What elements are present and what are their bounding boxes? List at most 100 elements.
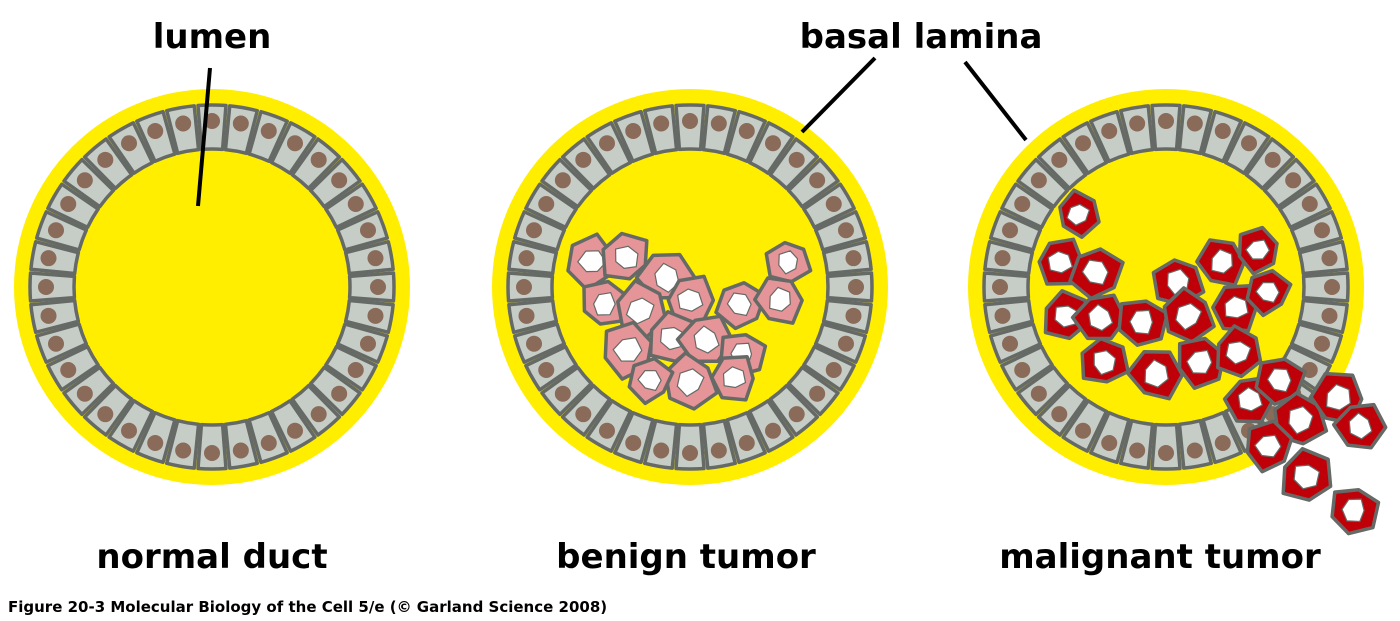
malignant-tumor-cells [1037,188,1388,536]
cell-nucleus [1324,279,1340,295]
cell-nucleus [788,406,805,423]
tumor-cell [753,276,804,325]
normal-duct-caption: normal duct [96,537,327,577]
cell-nucleus [1129,442,1146,459]
cell-nucleus [1186,115,1203,132]
tumor-cell [1070,293,1128,341]
cell-nucleus [60,196,77,212]
cell-nucleus [48,335,65,352]
cell-nucleus [1313,335,1330,352]
lumen-leader-line [196,67,212,207]
cell-nucleus [845,307,862,324]
tumor-cell [1245,419,1294,474]
cell-nucleus [1241,135,1257,152]
tumor-cell [1058,188,1101,239]
tumor-cell [1043,289,1089,341]
cell-nucleus [1158,113,1174,129]
tumor-cell [1162,286,1216,344]
cell-nucleus [1313,222,1330,239]
cell-nucleus [370,279,386,295]
cell-nucleus [765,135,781,152]
cell-nucleus [97,406,114,423]
cell-nucleus [994,307,1011,324]
tumor-cell [764,240,813,284]
cell-nucleus [1030,172,1047,189]
cell-nucleus [1051,406,1068,423]
cell-nucleus [575,151,592,168]
cell-nucleus [809,385,826,402]
tumor-cell [582,279,629,326]
epithelial-cell-layer [506,103,874,471]
cell-nucleus [653,115,670,132]
cell-nucleus [1301,196,1318,212]
cell-nucleus [599,135,615,152]
cell-nucleus [287,135,303,152]
cell-nucleus [347,196,364,212]
cell-nucleus [837,335,854,352]
benign-tumor-caption: benign tumor [556,537,816,577]
cell-nucleus [837,222,854,239]
lumen-label: lumen [153,17,272,57]
cell-nucleus [1101,123,1118,140]
cell-nucleus [359,222,376,239]
cell-nucleus [367,250,384,267]
epithelial-cell-layer [28,103,396,471]
malignant-tumor-caption: malignant tumor [999,537,1321,577]
cell-nucleus [60,362,77,378]
cell-nucleus [765,422,781,439]
cell-nucleus [554,385,571,402]
tumor-cell [1273,391,1329,446]
cell-nucleus [710,442,727,459]
basal-lamina-leader-line-benign [800,56,877,134]
cell-nucleus [526,335,543,352]
cell-nucleus [232,442,249,459]
cell-nucleus [175,442,192,459]
cell-nucleus [825,196,842,212]
cell-nucleus [1014,196,1031,212]
cell-nucleus [38,279,54,295]
tumor-cell [675,314,735,364]
tumor-cell [1125,349,1185,401]
cell-nucleus [788,151,805,168]
normal-duct-diagram [14,89,410,485]
cell-nucleus [809,172,826,189]
tumor-cell [1331,402,1388,450]
cell-nucleus [1030,385,1047,402]
tumor-cell [663,351,719,411]
cell-nucleus [48,222,65,239]
tumor-cell [710,354,755,402]
cell-nucleus [347,362,364,378]
cell-nucleus [287,422,303,439]
tumor-cell [1254,357,1307,406]
cell-nucleus [310,151,327,168]
cell-nucleus [175,115,192,132]
cell-nucleus [682,113,698,129]
cell-nucleus [1002,222,1019,239]
cell-nucleus [1002,335,1019,352]
cell-nucleus [367,307,384,324]
cell-nucleus [1214,434,1231,451]
basal-lamina-leader-line-malignant [963,60,1028,142]
cell-nucleus [1214,123,1231,140]
cell-nucleus [1321,250,1338,267]
cell-nucleus [232,115,249,132]
cell-nucleus [40,307,57,324]
epithelial-cell-layer [982,103,1350,471]
cell-nucleus [204,113,220,129]
cell-nucleus [538,362,555,378]
cell-nucleus [1051,151,1068,168]
tumor-cell [601,231,649,281]
cell-nucleus [1186,442,1203,459]
cell-nucleus [204,445,220,461]
cell-nucleus [516,279,532,295]
cell-nucleus [1014,362,1031,378]
basal-lamina-label: basal lamina [800,17,1043,57]
cell-nucleus [825,362,842,378]
tumor-cell [627,356,675,406]
cell-nucleus [121,422,137,439]
cell-nucleus [76,172,93,189]
cell-nucleus [518,250,535,267]
cell-nucleus [848,279,864,295]
cell-nucleus [738,123,755,140]
